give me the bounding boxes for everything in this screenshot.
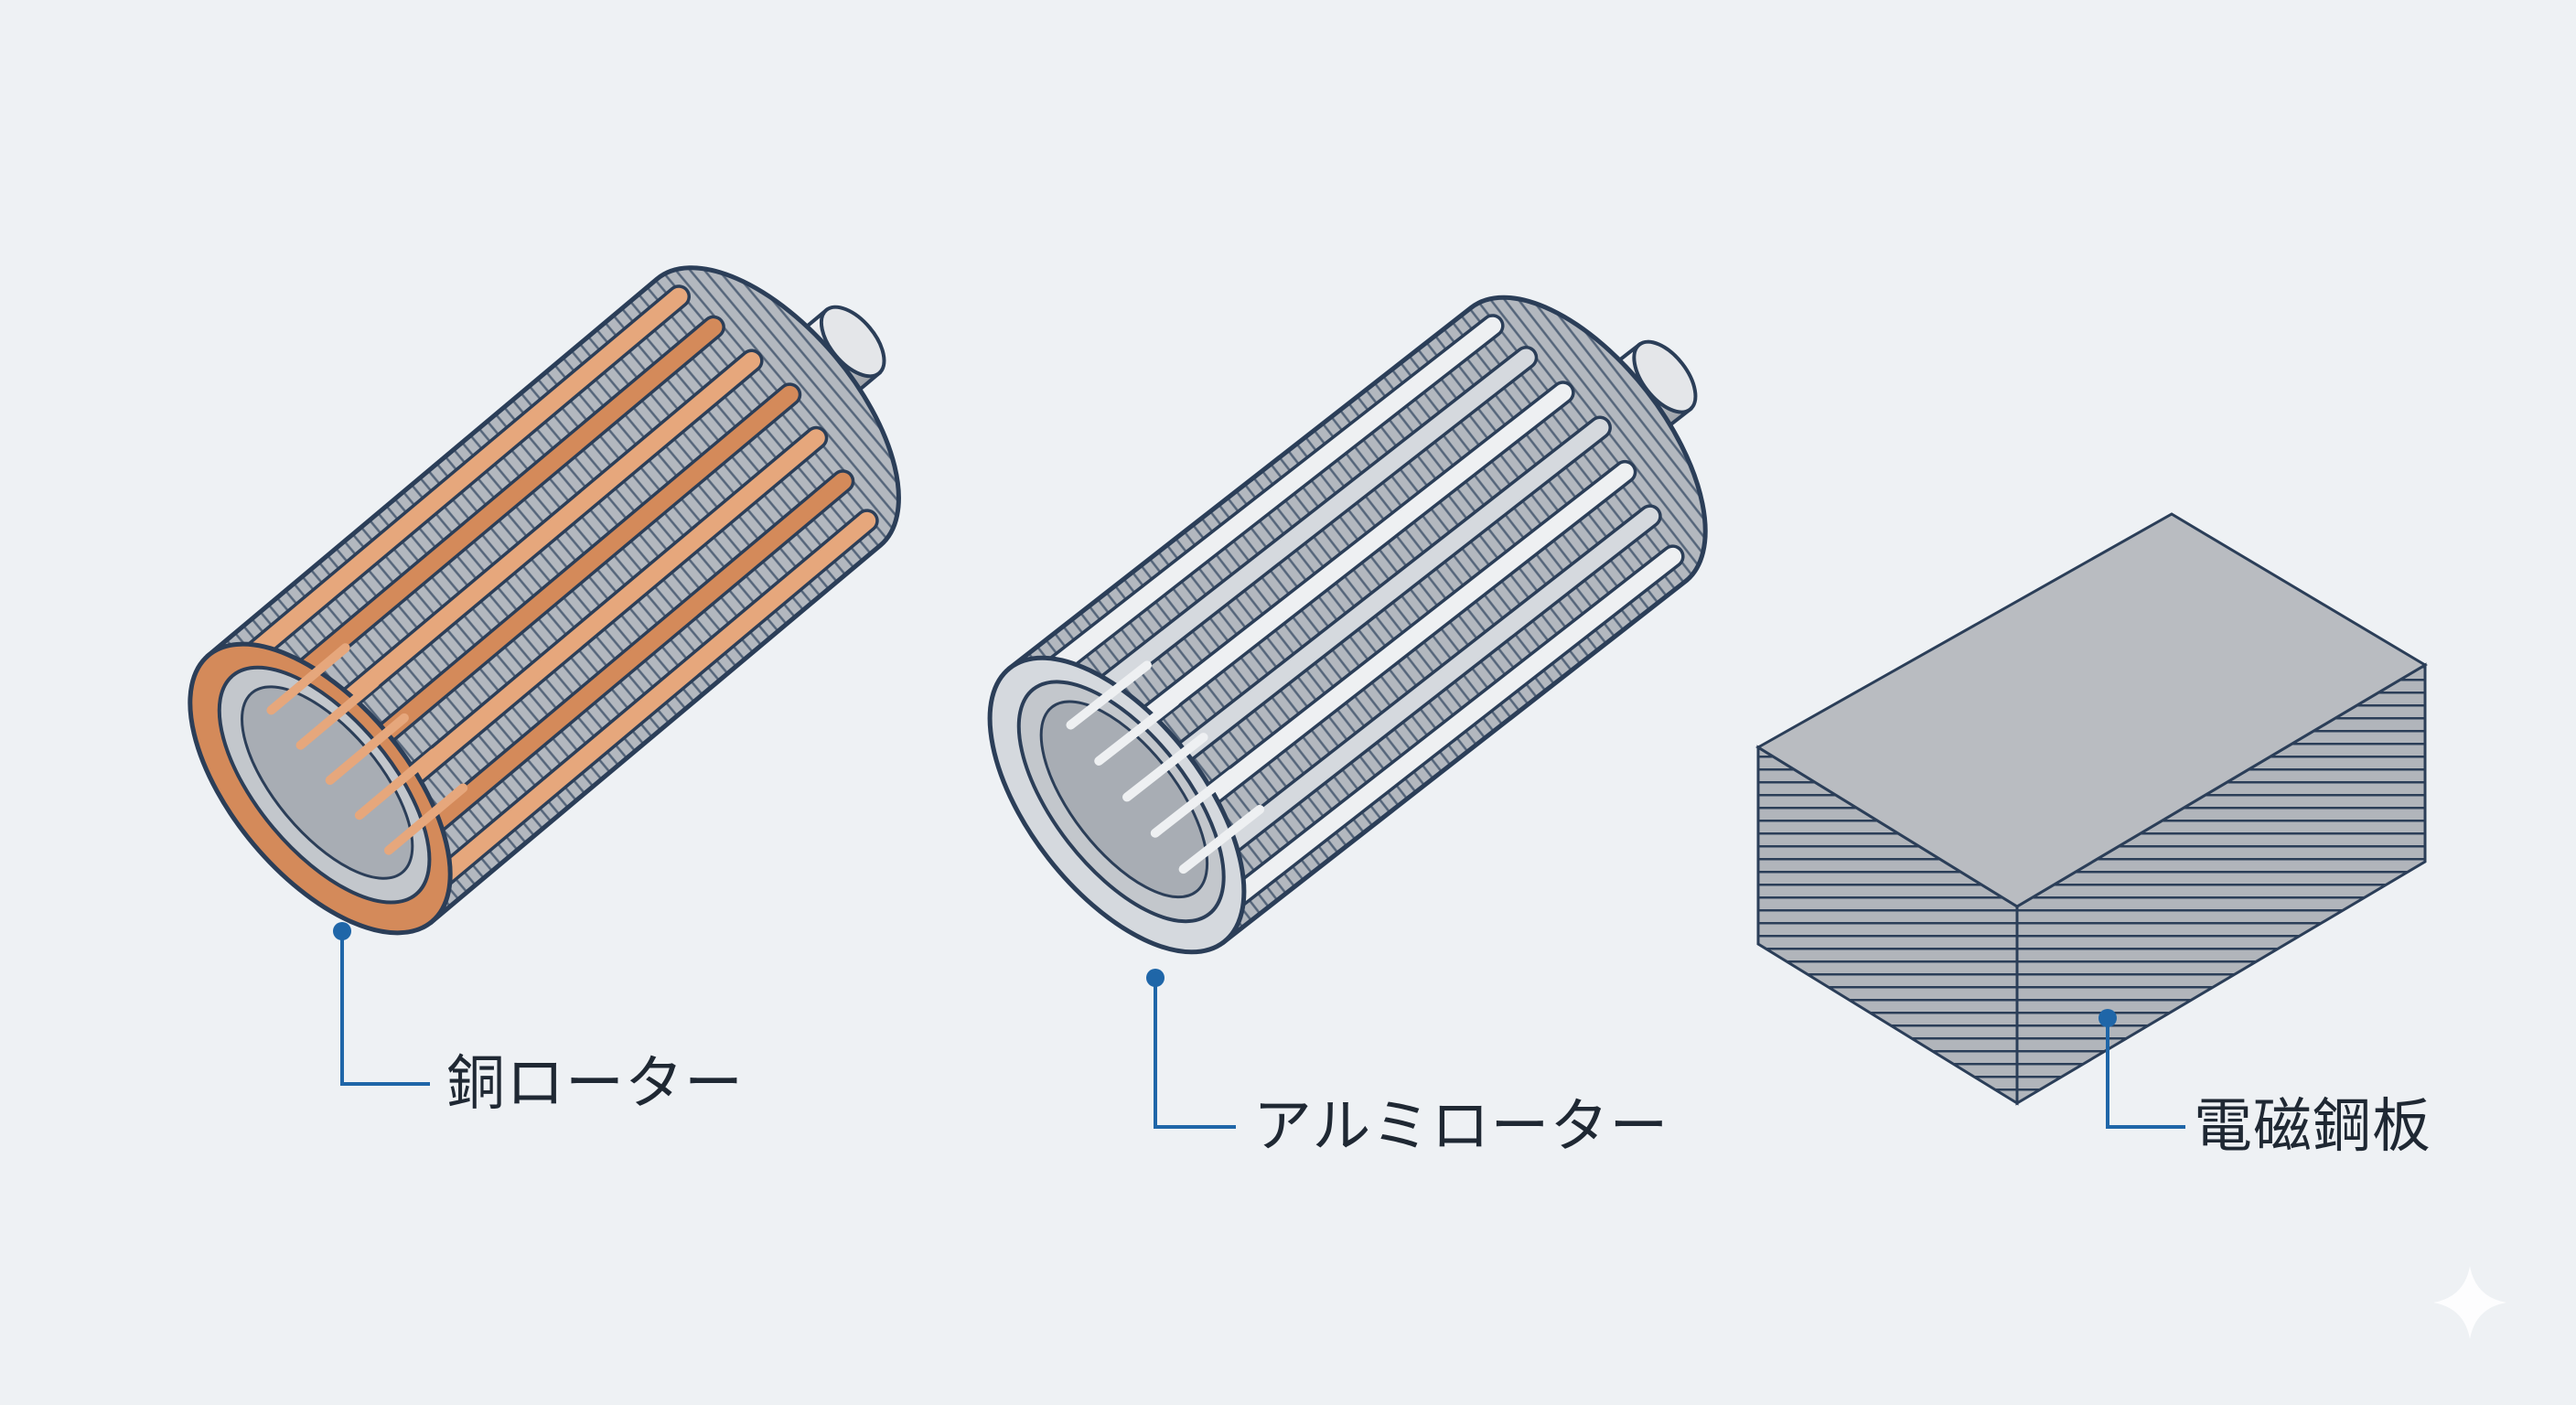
sparkle-icon [2433, 1266, 2506, 1339]
rotor-bar [1004, 316, 1502, 710]
rotor-bar [392, 511, 876, 921]
copper-rotor-label: 銅ローター [446, 1050, 744, 1118]
leader-lines [340, 931, 2185, 1129]
inner-bar [1094, 696, 1180, 766]
rotor-bar [1155, 507, 1659, 905]
inner-bar [266, 643, 350, 715]
inner-bar [1150, 768, 1237, 838]
steel-stack-top-face [1755, 512, 2428, 908]
rotor-bar [232, 318, 723, 733]
inner-bar [1066, 660, 1152, 730]
copper-rotor-leader [340, 931, 430, 1086]
rotor-bar [329, 429, 825, 848]
aluminum-rotor-label: アルミローター [1253, 1093, 1669, 1161]
copper-rotor [188, 265, 901, 936]
copper-rotor-dot [333, 922, 351, 940]
inner-bar [325, 713, 409, 786]
inner-bar [1122, 733, 1208, 802]
rotor-bar [361, 472, 852, 886]
electrical-steel-stack [1755, 512, 2428, 1106]
aluminum-rotor [987, 295, 1708, 955]
aluminum-rotor-leader [1154, 978, 1236, 1129]
electrical-steel-dot [2098, 1009, 2117, 1027]
rotor-bar [1184, 547, 1682, 940]
rotor-bar [1124, 463, 1634, 865]
inner-bar [295, 678, 380, 750]
inner-bar [354, 748, 439, 820]
inner-bar [384, 783, 468, 855]
inner-bar [1178, 804, 1265, 874]
rotor-bar [203, 287, 688, 697]
aluminum-rotor-dot [1146, 969, 1165, 987]
rotor-bar [1032, 349, 1535, 746]
electrical-steel-label: 電磁鋼板 [2194, 1093, 2431, 1161]
electrical-steel-leader [2106, 1018, 2185, 1129]
